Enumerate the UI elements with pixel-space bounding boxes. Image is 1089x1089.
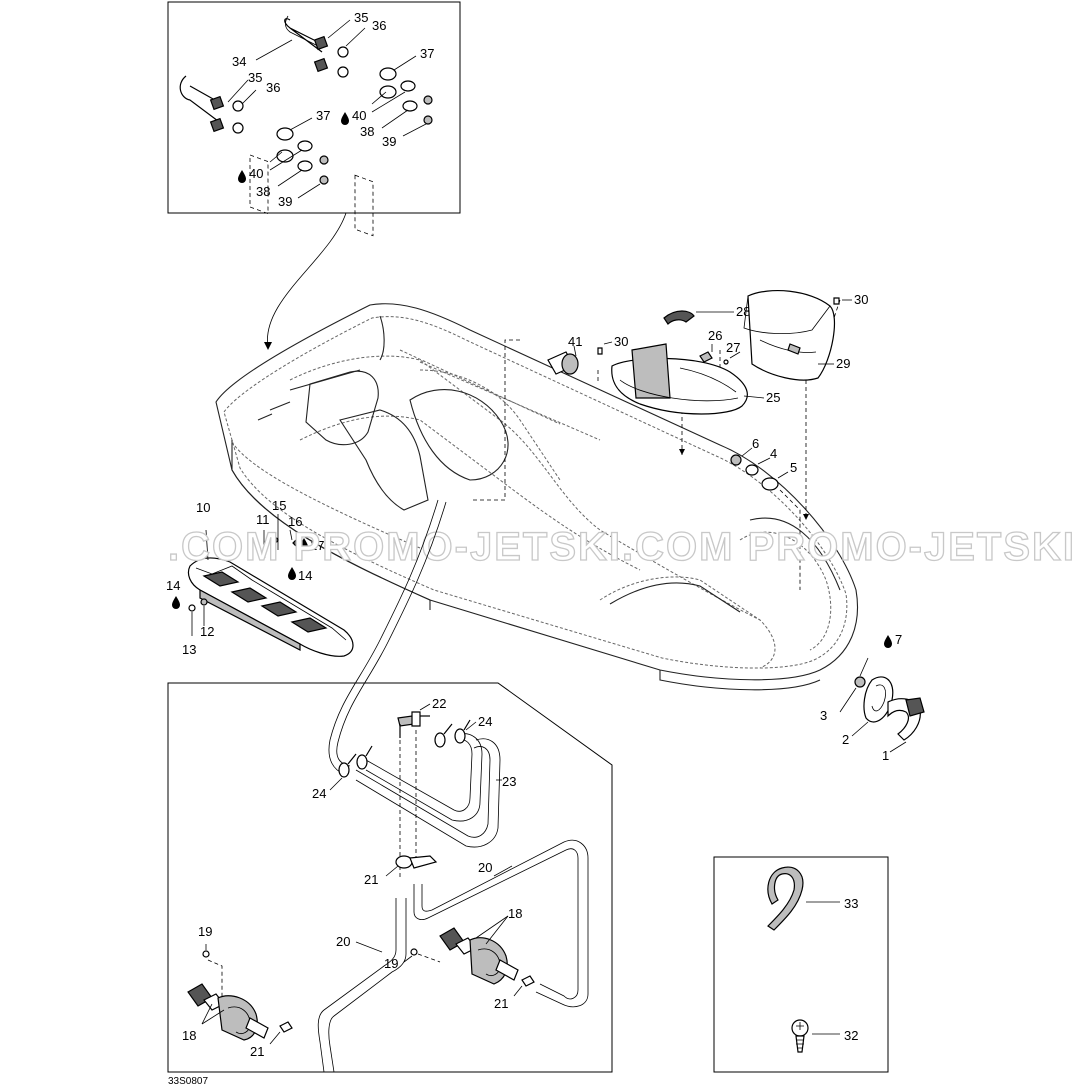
callout-14-top: 14 [298, 568, 312, 583]
hose-23 [355, 746, 491, 838]
pointer-arrow-tow-hooks [267, 212, 347, 349]
callout-21-left: 21 [250, 1044, 264, 1059]
oil-drop-icon [884, 635, 892, 648]
callout-24-right: 24 [478, 714, 492, 729]
callout-17: 17 [310, 538, 324, 553]
callout-38-lower: 38 [256, 184, 270, 199]
callout-30-bin: 30 [614, 334, 628, 349]
bow-eye-assembly: 3 2 1 7 [820, 632, 925, 763]
callout-35-upper: 35 [354, 10, 368, 25]
cable-tie [767, 866, 804, 931]
callout-15: 15 [272, 498, 286, 513]
callout-40-lower: 40 [249, 166, 263, 181]
oil-drop-icon [341, 112, 349, 125]
glove-box [747, 289, 836, 381]
callout-19-left: 19 [198, 924, 212, 939]
callout-4: 4 [770, 446, 777, 461]
callout-36-lower: 36 [266, 80, 280, 95]
callout-14-bottom: 14 [166, 578, 180, 593]
callout-20-lower: 20 [336, 934, 350, 949]
callout-40-upper: 40 [352, 108, 366, 123]
callout-27: 27 [726, 340, 740, 355]
hose-20-lower [317, 898, 397, 1073]
callout-2: 2 [842, 732, 849, 747]
callout-11: 11 [256, 512, 270, 527]
detail-box-hardware: 33 32 [713, 856, 889, 1073]
callout-30-glovebox: 30 [854, 292, 868, 307]
callout-32: 32 [844, 1028, 858, 1043]
callout-22: 22 [432, 696, 446, 711]
callout-18-left: 18 [182, 1028, 196, 1043]
callout-25: 25 [766, 390, 780, 405]
callout-13: 13 [182, 642, 196, 657]
detail-box-bilge-system: 23 24 24 22 21 20 20 [167, 682, 613, 1073]
u-bolt-upper [284, 18, 323, 53]
callout-12: 12 [200, 624, 214, 639]
callout-20-upper: 20 [478, 860, 492, 875]
callout-7: 7 [895, 632, 902, 647]
callout-37-lower: 37 [316, 108, 330, 123]
callout-29: 29 [836, 356, 850, 371]
callout-39-lower: 39 [278, 194, 292, 209]
storage-bin-assembly: 25 41 30 28 26 27 29 30 [547, 289, 868, 415]
callout-39-upper: 39 [382, 134, 396, 149]
callout-3: 3 [820, 708, 827, 723]
hull [215, 303, 859, 691]
callout-41: 41 [568, 334, 582, 349]
callout-34: 34 [232, 54, 246, 69]
callout-19-right: 19 [384, 956, 398, 971]
callout-10: 10 [196, 500, 210, 515]
callout-24-left: 24 [312, 786, 326, 801]
callout-18-right: 18 [508, 906, 522, 921]
callout-36-upper: 36 [372, 18, 386, 33]
washer-nut-set: 6 4 5 [730, 436, 797, 491]
footrest-pad-assembly: 10 11 15 16 17 14 14 12 13 [166, 498, 354, 657]
callout-23: 23 [502, 774, 516, 789]
drain-hose-long [328, 499, 439, 775]
oil-drop-icon [238, 170, 246, 183]
callout-33: 33 [844, 896, 858, 911]
callout-1: 1 [882, 748, 889, 763]
hose-20-upper [413, 848, 579, 1000]
callout-21-right: 21 [494, 996, 508, 1011]
callout-35-lower: 35 [248, 70, 262, 85]
callout-6: 6 [752, 436, 759, 451]
detail-box-tow-hooks: 34 35 36 37 40 38 39 35 36 37 40 38 39 [167, 1, 461, 237]
callout-16: 16 [288, 514, 302, 529]
callout-21-center: 21 [364, 872, 378, 887]
ref-line-storage [470, 339, 520, 501]
oil-drop-icon [172, 596, 180, 609]
callout-5: 5 [790, 460, 797, 475]
diagram-reference: 33S0807 [168, 1076, 208, 1087]
watermark: .COM PROMO-JETSKI.COM PROMO-JETSKI [168, 525, 1076, 569]
callout-38-upper: 38 [360, 124, 374, 139]
callout-37-upper: 37 [420, 46, 434, 61]
callout-26: 26 [708, 328, 722, 343]
